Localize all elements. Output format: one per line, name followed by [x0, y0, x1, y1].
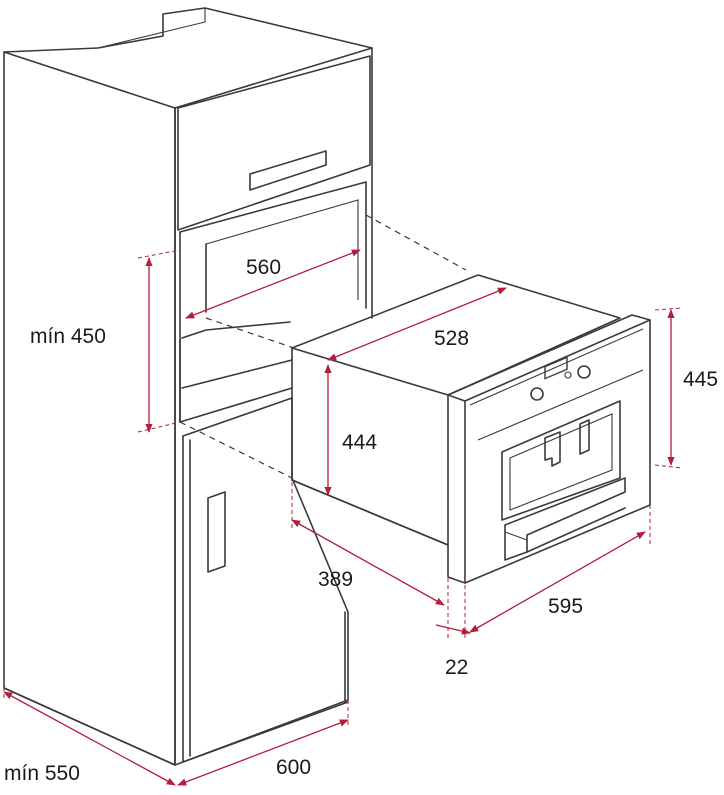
display-panel: [544, 356, 568, 380]
dim-line-560: [185, 249, 361, 319]
dim-line-22: [435, 624, 471, 635]
label-body-depth: 389: [318, 568, 353, 591]
upper-drawer: [177, 55, 371, 231]
coffee-spout: [544, 431, 561, 467]
label-front-thickness: 22: [445, 656, 468, 679]
control-knob-right: [577, 365, 591, 379]
dim-line-528: [327, 287, 507, 361]
cabinet-top: [3, 7, 373, 109]
dim-line-550: [3, 691, 176, 786]
milk-pipe: [579, 419, 590, 455]
drawer-handle: [249, 150, 327, 191]
label-front-width: 595: [548, 595, 583, 618]
label-min-depth: mín 550: [4, 762, 80, 785]
dim-line-600: [177, 719, 349, 786]
dimension-labels: 560 mín 450 528 444 445 389 595 22 mín 5…: [4, 256, 718, 785]
label-min-height: mín 450: [30, 325, 106, 348]
dim-line-595: [469, 531, 646, 633]
label-cabinet-width: 600: [276, 756, 311, 779]
label-cavity-width: 560: [246, 256, 281, 279]
door-handle: [207, 491, 226, 573]
label-appliance-depth: 528: [434, 327, 469, 350]
niche-opening: [179, 181, 467, 479]
label-appliance-height: 444: [342, 431, 377, 454]
dimension-lines: [3, 249, 683, 786]
control-knob-left: [530, 387, 544, 401]
coffee-machine: [291, 274, 651, 584]
coffee-outlet-recess: [501, 400, 621, 521]
dim-line-389: [291, 519, 445, 606]
drip-tray: [504, 477, 626, 561]
label-front-height: 445: [683, 368, 718, 391]
